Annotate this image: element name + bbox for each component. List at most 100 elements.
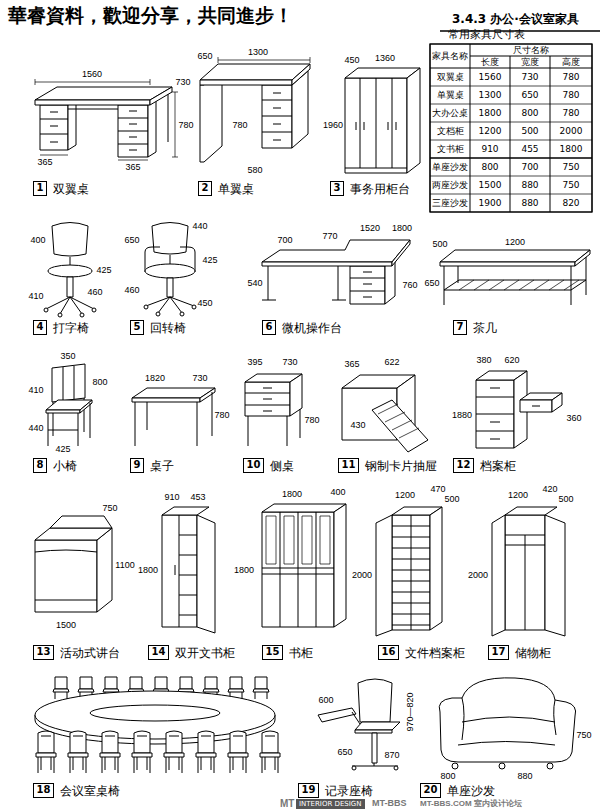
office-counter-cabinet [345, 68, 420, 173]
dimension-label: 622 [384, 358, 399, 367]
line-art [392, 515, 430, 630]
table-cell: 910 [481, 145, 498, 154]
table-cell: 1500 [479, 181, 502, 190]
line-art [35, 79, 150, 85]
line-art [358, 679, 392, 722]
dimension-label: 425 [202, 256, 217, 265]
table-title: 常用家具尺寸表 [448, 29, 525, 40]
line-art [148, 100, 156, 157]
figure-number: 2 [201, 182, 209, 194]
figure-number-box: 19记录座椅 [298, 783, 319, 798]
line-art [378, 404, 419, 438]
dimension-label: 1800 [234, 566, 254, 575]
figure-number-box: 12档案柜 [453, 458, 474, 473]
line-art [292, 64, 310, 85]
table-cell: 宽度 [521, 58, 539, 67]
dimension-label: 650 [337, 748, 352, 757]
figure-number: 3 [333, 182, 341, 194]
dimension-label: 620 [504, 356, 519, 365]
line-art [430, 157, 592, 159]
dimension-label: 365 [344, 360, 359, 369]
dimension-label: 453 [190, 493, 205, 502]
figure-number-box: 18会议室桌椅 [33, 783, 54, 798]
dimension-label: 440 [192, 222, 207, 231]
table-cell: 780 [562, 91, 579, 100]
dimension-label: 760 [402, 281, 417, 290]
line-art [90, 705, 220, 721]
figure-number-box: 9桌子 [130, 458, 144, 473]
line-art [162, 515, 197, 627]
figure-caption: 双翼桌 [53, 183, 89, 195]
line-art [228, 731, 248, 773]
line-art [458, 698, 556, 745]
line-art [48, 265, 92, 277]
dimension-label: 580 [247, 166, 262, 175]
table-cell: 三座沙发 [432, 199, 468, 208]
document-file-cabinet [376, 507, 442, 636]
line-art [262, 504, 346, 512]
line-art [180, 312, 184, 316]
line-art [40, 155, 148, 160]
line-art [492, 515, 505, 636]
computer-workstation [262, 240, 410, 304]
figure-number-box: 20单座沙发 [420, 783, 441, 798]
line-art [430, 507, 442, 630]
table-cell: 1900 [479, 199, 502, 208]
line-art [144, 305, 148, 309]
line-art [552, 393, 562, 412]
table-cell: 1560 [479, 73, 502, 82]
line-art [48, 403, 90, 446]
line-art [46, 297, 94, 314]
swivel-chair [144, 223, 196, 317]
table-cell: 单座沙发 [432, 163, 468, 172]
single-sofa [439, 678, 575, 769]
figure-number-box: 7茶几 [453, 320, 467, 335]
dimension-label: 400 [30, 236, 45, 245]
dimension-label: 650 [197, 52, 212, 61]
dimension-label: 425 [55, 445, 70, 454]
figure-number: 1 [36, 182, 44, 194]
figure-number-box: 5回转椅 [130, 320, 144, 335]
line-art [132, 398, 200, 402]
dimension-label: 750 [576, 731, 591, 740]
figure-number-box: 16文件档案柜 [378, 645, 399, 660]
line-art [444, 266, 571, 305]
dimension-label: 1500 [56, 621, 76, 630]
line-art [164, 731, 184, 773]
line-art [68, 100, 76, 150]
line-art [392, 515, 430, 630]
dimension-label: 1200 [395, 491, 415, 500]
line-art [68, 109, 118, 110]
line-art [476, 388, 514, 439]
dimension-label: 780 [304, 416, 319, 425]
line-art [228, 677, 244, 699]
steel-card-drawer [342, 375, 428, 452]
line-art [262, 93, 292, 140]
table-cell: 880 [521, 199, 538, 208]
dimension-label: 650 [124, 236, 139, 245]
figure-number: 20 [423, 784, 438, 796]
line-art [175, 515, 197, 627]
dimension-label: 1960 [323, 121, 343, 130]
line-art [459, 280, 579, 290]
line-art [262, 262, 392, 266]
size-table-grid [430, 44, 592, 212]
line-art [334, 504, 346, 627]
figure-caption: 双开文书柜 [175, 647, 235, 659]
line-art [150, 87, 172, 105]
line-art [168, 94, 169, 142]
filing-cabinet [476, 371, 562, 448]
line-art [262, 85, 292, 148]
line-art [262, 512, 334, 627]
figure-number: 16 [381, 646, 396, 658]
line-art [152, 223, 188, 255]
table-cell: 880 [521, 181, 538, 190]
dimension-label: 365 [125, 163, 140, 172]
table-cell: 2000 [560, 127, 583, 136]
figure-number: 7 [456, 321, 464, 333]
table-cell: 1800 [560, 145, 583, 154]
table-cell: 500 [521, 127, 538, 136]
dimension-label: 450 [344, 56, 359, 65]
line-art [156, 312, 160, 316]
table-cell: 455 [521, 145, 538, 154]
